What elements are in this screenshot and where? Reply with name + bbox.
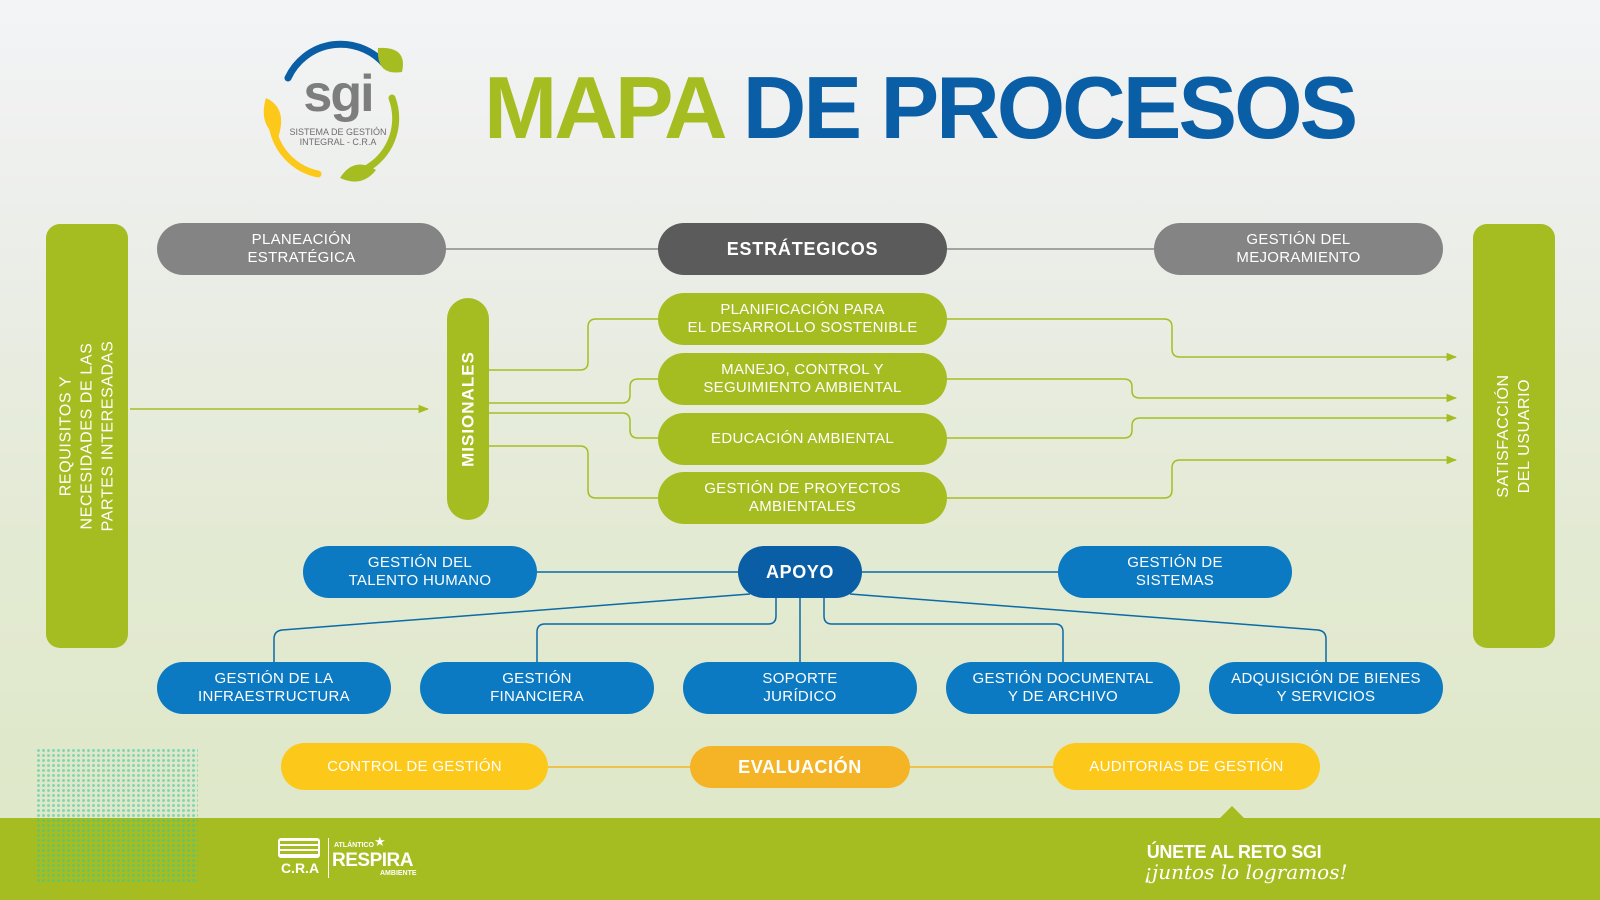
talento-humano-node: GESTIÓN DEL TALENTO HUMANO xyxy=(303,546,537,598)
title-part2: DE PROCESOS xyxy=(742,58,1358,157)
gestion-mejoramiento-node: GESTIÓN DEL MEJORAMIENTO xyxy=(1154,223,1443,275)
misionales-branches xyxy=(488,318,660,499)
apoyo-item-infraestructura: GESTIÓN DE LA INFRAESTRUCTURA xyxy=(157,662,391,714)
satisfaccion-label: SATISFACCIÓN DEL USUARIO xyxy=(1495,374,1533,498)
footer-slogan-sub: ¡juntos lo logramos! xyxy=(1144,860,1348,884)
title-part1: MAPA xyxy=(484,58,724,157)
sgi-leaf-ring-icon xyxy=(263,40,403,182)
requisitos-label: REQUISITOS Y NECESIDADES DE LAS PARTES I… xyxy=(57,340,117,532)
apoyo-node: APOYO xyxy=(738,546,862,598)
atlantico-respira-logo: ATLÁNTICO ★ RESPIRA AMBIENTE xyxy=(332,834,422,882)
footer xyxy=(0,818,1600,900)
misional-item-planificacion: PLANIFICACIÓN PARA EL DESARROLLO SOSTENI… xyxy=(658,293,947,345)
footer-slogan-main: ÚNETE AL RETO SGI xyxy=(1146,842,1322,862)
dot-pattern-decoration xyxy=(36,748,198,884)
page-title: MAPA DE PROCESOS xyxy=(484,58,1358,158)
sgi-logo-caption: SISTEMA DE GESTIÓN INTEGRAL - C.R.A xyxy=(289,127,387,147)
satisfaccion-arrows xyxy=(946,318,1458,499)
misional-item-proyectos: GESTIÓN DE PROYECTOS AMBIENTALES xyxy=(658,472,947,524)
apoyo-branches xyxy=(273,571,1327,664)
auditorias-node: AUDITORIAS DE GESTIÓN xyxy=(1053,743,1320,790)
sgi-logo-text: sgi xyxy=(303,65,374,123)
apoyo-item-documental: GESTIÓN DOCUMENTAL Y DE ARCHIVO xyxy=(946,662,1180,714)
apoyo-item-financiera: GESTIÓN FINANCIERA xyxy=(420,662,654,714)
apoyo-item-juridico: SOPORTE JURÍDICO xyxy=(683,662,917,714)
gestion-sistemas-node: GESTIÓN DE SISTEMAS xyxy=(1058,546,1292,598)
atlantico-small-text: ATLÁNTICO xyxy=(334,842,374,849)
planeacion-estrategica-node: PLANEACIÓN ESTRATÉGICA xyxy=(157,223,446,275)
satisfaccion-bar: SATISFACCIÓN DEL USUARIO xyxy=(1473,224,1555,648)
misionales-label: MISIONALES xyxy=(458,351,478,467)
requisitos-bar: REQUISITOS Y NECESIDADES DE LAS PARTES I… xyxy=(46,224,128,648)
misionales-bar: MISIONALES xyxy=(447,298,489,520)
cra-logo-text: C.R.A xyxy=(280,860,320,876)
star-icon: ★ xyxy=(374,834,386,849)
respira-text: RESPIRA xyxy=(332,850,413,871)
misional-item-educacion: EDUCACIÓN AMBIENTAL xyxy=(658,413,947,465)
cra-wave-icon xyxy=(278,838,320,858)
estrategicos-node: ESTRÁTEGICOS xyxy=(658,223,947,275)
sgi-logo: sgi SISTEMA DE GESTIÓN INTEGRAL - C.R.A xyxy=(258,38,410,186)
control-gestion-node: CONTROL DE GESTIÓN xyxy=(281,743,548,790)
footer-logo-divider xyxy=(328,838,329,878)
misional-item-manejo: MANEJO, CONTROL Y SEGUIMIENTO AMBIENTAL xyxy=(658,353,947,405)
cra-logo: C.R.A xyxy=(276,836,324,880)
ambiente-text: AMBIENTE xyxy=(380,870,417,877)
footer-notch xyxy=(1218,806,1246,820)
apoyo-item-adquisicion: ADQUISICIÓN DE BIENES Y SERVICIOS xyxy=(1209,662,1443,714)
evaluacion-node: EVALUACIÓN xyxy=(690,746,910,788)
